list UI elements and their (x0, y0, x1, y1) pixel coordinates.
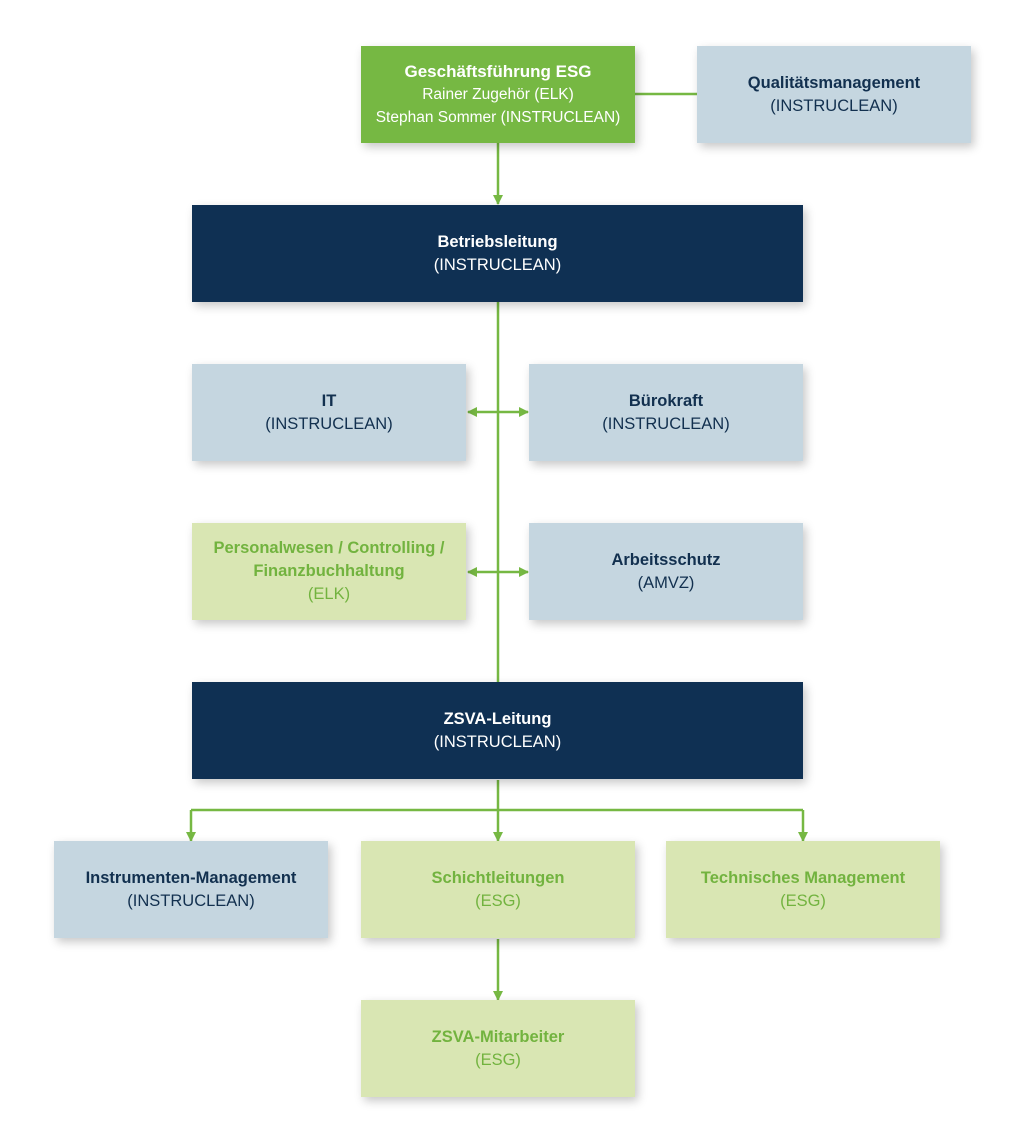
node-personalwesen: Personalwesen / Controlling / Finanzbuch… (192, 523, 466, 620)
node-title: ZSVA-Mitarbeiter (431, 1027, 565, 1046)
node-zsva-mitarbeiter: ZSVA-Mitarbeiter (ESG) (361, 1000, 635, 1097)
node-it: IT (INSTRUCLEAN) (192, 364, 466, 461)
node-geschaeftsfuehrung: Geschäftsführung ESG Rainer Zugehör (ELK… (361, 46, 635, 143)
node-org: (INSTRUCLEAN) (602, 414, 730, 433)
node-title: Arbeitsschutz (611, 550, 721, 569)
node-org: (INSTRUCLEAN) (770, 96, 898, 115)
node-org: (ESG) (780, 891, 826, 910)
node-title: Technisches Management (700, 868, 906, 887)
node-person: Rainer Zugehör (ELK) (422, 86, 574, 103)
node-title: Bürokraft (628, 391, 704, 410)
node-org: (ESG) (475, 1050, 521, 1069)
node-zsva-leitung: ZSVA-Leitung (INSTRUCLEAN) (192, 682, 803, 779)
node-org: (INSTRUCLEAN) (433, 732, 562, 751)
node-title: Qualitätsmanagement (747, 73, 921, 92)
node-title: Betriebsleitung (437, 232, 558, 251)
node-org: (INSTRUCLEAN) (433, 255, 562, 274)
node-org: (ESG) (475, 891, 521, 910)
node-org: (ELK) (307, 585, 351, 603)
node-title: Schichtleitungen (431, 868, 565, 887)
node-title: ZSVA-Leitung (443, 709, 552, 728)
node-org: (AMVZ) (637, 573, 695, 592)
node-title: Finanzbuchhaltung (253, 562, 405, 580)
node-schichtleitungen: Schichtleitungen (ESG) (361, 841, 635, 938)
node-title: IT (321, 391, 337, 410)
node-title: Personalwesen / Controlling / (213, 539, 445, 557)
node-instrumenten-management: Instrumenten-Management (INSTRUCLEAN) (54, 841, 328, 938)
node-title: Geschäftsführung ESG (404, 62, 592, 81)
node-buerokraft: Bürokraft (INSTRUCLEAN) (529, 364, 803, 461)
node-title: Instrumenten-Management (85, 868, 297, 887)
node-technisches-management: Technisches Management (ESG) (666, 841, 940, 938)
node-betriebsleitung: Betriebsleitung (INSTRUCLEAN) (192, 205, 803, 302)
node-arbeitsschutz: Arbeitsschutz (AMVZ) (529, 523, 803, 620)
node-qualitaetsmanagement: Qualitätsmanagement (INSTRUCLEAN) (697, 46, 971, 143)
node-person: Stephan Sommer (INSTRUCLEAN) (375, 109, 621, 126)
node-org: (INSTRUCLEAN) (265, 414, 393, 433)
node-org: (INSTRUCLEAN) (127, 891, 255, 910)
